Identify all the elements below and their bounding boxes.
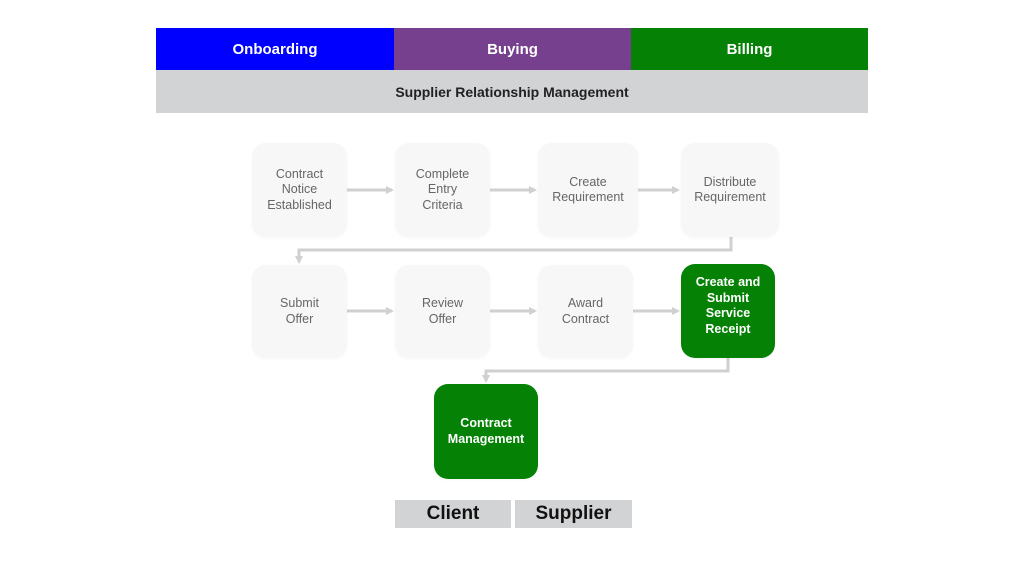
step-contract-notice-established: Contract Notice Established [252, 143, 347, 237]
legend-client: Client [395, 500, 511, 528]
phase-billing: Billing [631, 28, 868, 70]
step-distribute-requirement: Distribute Requirement [681, 143, 779, 237]
step-create-submit-service-receipt: Create and Submit Service Receipt [681, 264, 775, 358]
step-submit-offer: Submit Offer [252, 265, 347, 358]
step-award-contract: Award Contract [538, 265, 633, 358]
arrow-4-5 [295, 237, 733, 264]
step-contract-management: Contract Management [434, 384, 538, 479]
srm-banner: Supplier Relationship Management [156, 70, 868, 113]
legend-supplier: Supplier [515, 500, 632, 528]
phase-onboarding: Onboarding [156, 28, 394, 70]
step-complete-entry-criteria: Complete Entry Criteria [395, 143, 490, 237]
phase-buying: Buying [394, 28, 631, 70]
step-review-offer: Review Offer [395, 265, 490, 358]
step-create-requirement: Create Requirement [538, 143, 638, 237]
arrow-8-9 [482, 358, 730, 383]
